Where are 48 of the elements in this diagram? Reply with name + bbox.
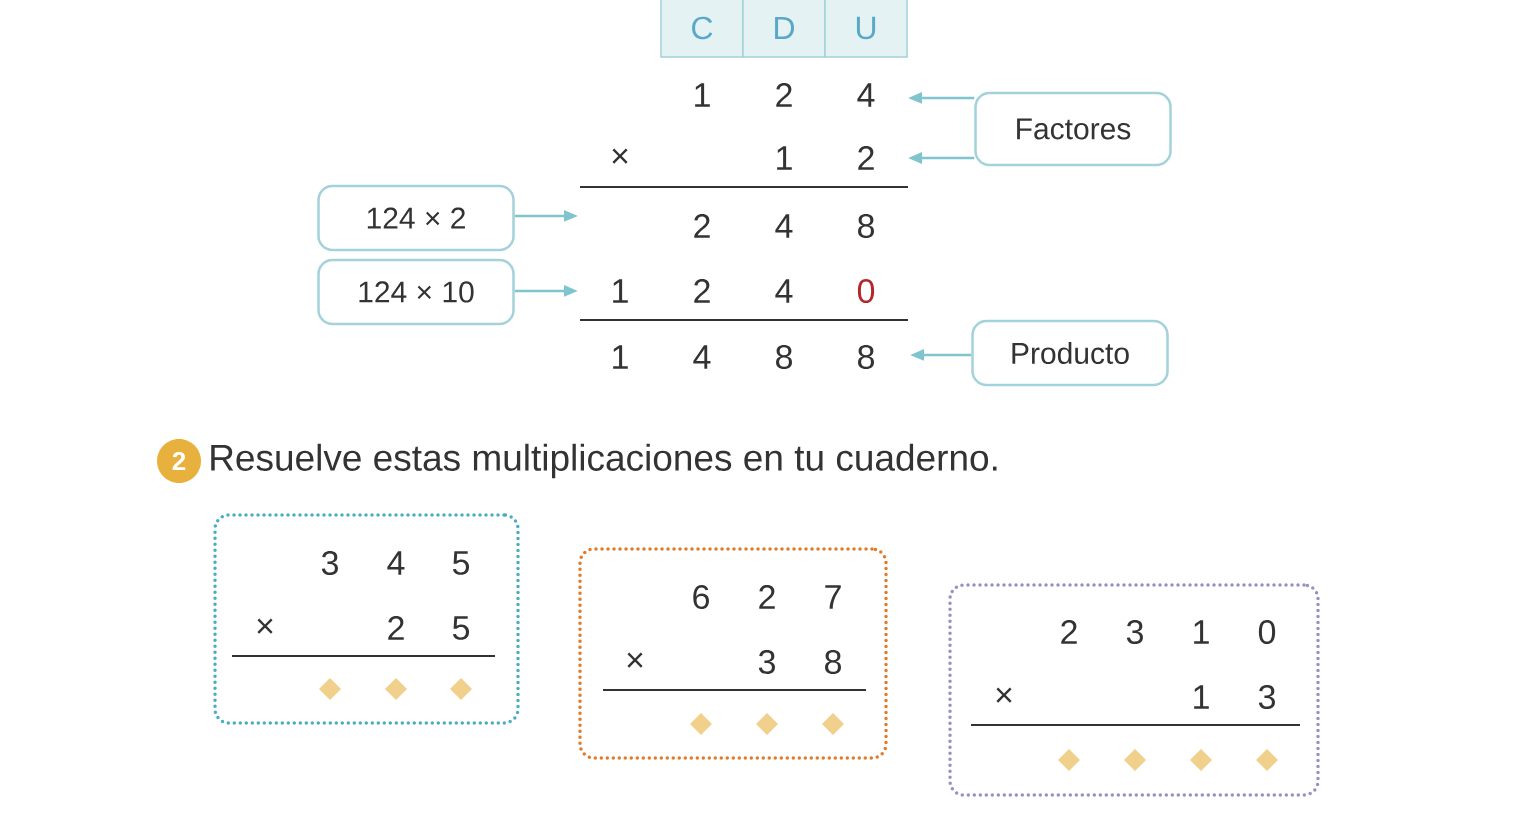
digit: 2 bbox=[694, 214, 710, 238]
digit: 2 bbox=[694, 279, 710, 303]
digit: 1 bbox=[695, 83, 710, 107]
digit: 3 bbox=[321, 550, 338, 576]
digit: 0 bbox=[857, 278, 875, 304]
digit: 6 bbox=[693, 584, 709, 610]
digit: 3 bbox=[1258, 684, 1275, 710]
digit: × bbox=[257, 618, 273, 634]
digit: 4 bbox=[693, 345, 711, 369]
label-box: 124 × 2 bbox=[317, 184, 515, 252]
digit: 7 bbox=[825, 585, 841, 609]
digit: 2 bbox=[1061, 620, 1077, 644]
digit: 1 bbox=[613, 345, 628, 369]
digit: × bbox=[612, 148, 628, 164]
digit: 5 bbox=[452, 616, 470, 640]
digit: 3 bbox=[758, 649, 775, 675]
digit: 4 bbox=[775, 214, 793, 238]
digit: 1 bbox=[1194, 685, 1209, 709]
digit: 0 bbox=[1258, 619, 1276, 645]
digit: 1 bbox=[1194, 620, 1209, 644]
label-box: Producto bbox=[971, 319, 1169, 387]
digit: 2 bbox=[776, 83, 792, 107]
exercise-card bbox=[948, 583, 1320, 797]
digit: 8 bbox=[825, 649, 841, 675]
place-value-header: C bbox=[660, 0, 744, 58]
digit: 8 bbox=[858, 213, 874, 239]
exercise-card bbox=[578, 547, 888, 760]
digit: 3 bbox=[1126, 619, 1143, 645]
digit: 2 bbox=[388, 616, 404, 640]
digit: 2 bbox=[858, 146, 874, 170]
exercise-card bbox=[213, 513, 520, 725]
digit: 4 bbox=[775, 279, 793, 303]
digit: × bbox=[996, 687, 1012, 703]
digit: 1 bbox=[613, 279, 628, 303]
digit: 8 bbox=[858, 344, 874, 370]
place-value-header: D bbox=[742, 0, 826, 58]
digit: 8 bbox=[776, 344, 792, 370]
place-value-header: U bbox=[824, 0, 908, 58]
digit: 4 bbox=[387, 551, 405, 575]
digit: 2 bbox=[759, 585, 775, 609]
heading: Resuelve estas multiplicaciones en tu cuaderno. bbox=[211, 443, 997, 479]
label-box: 124 × 10 bbox=[317, 258, 515, 326]
digit: 1 bbox=[777, 146, 792, 170]
number-badge: 2 bbox=[157, 439, 201, 483]
digit: 4 bbox=[857, 83, 875, 107]
label-box: Factores bbox=[974, 91, 1172, 167]
digit: × bbox=[627, 652, 643, 668]
digit: 5 bbox=[452, 551, 470, 575]
